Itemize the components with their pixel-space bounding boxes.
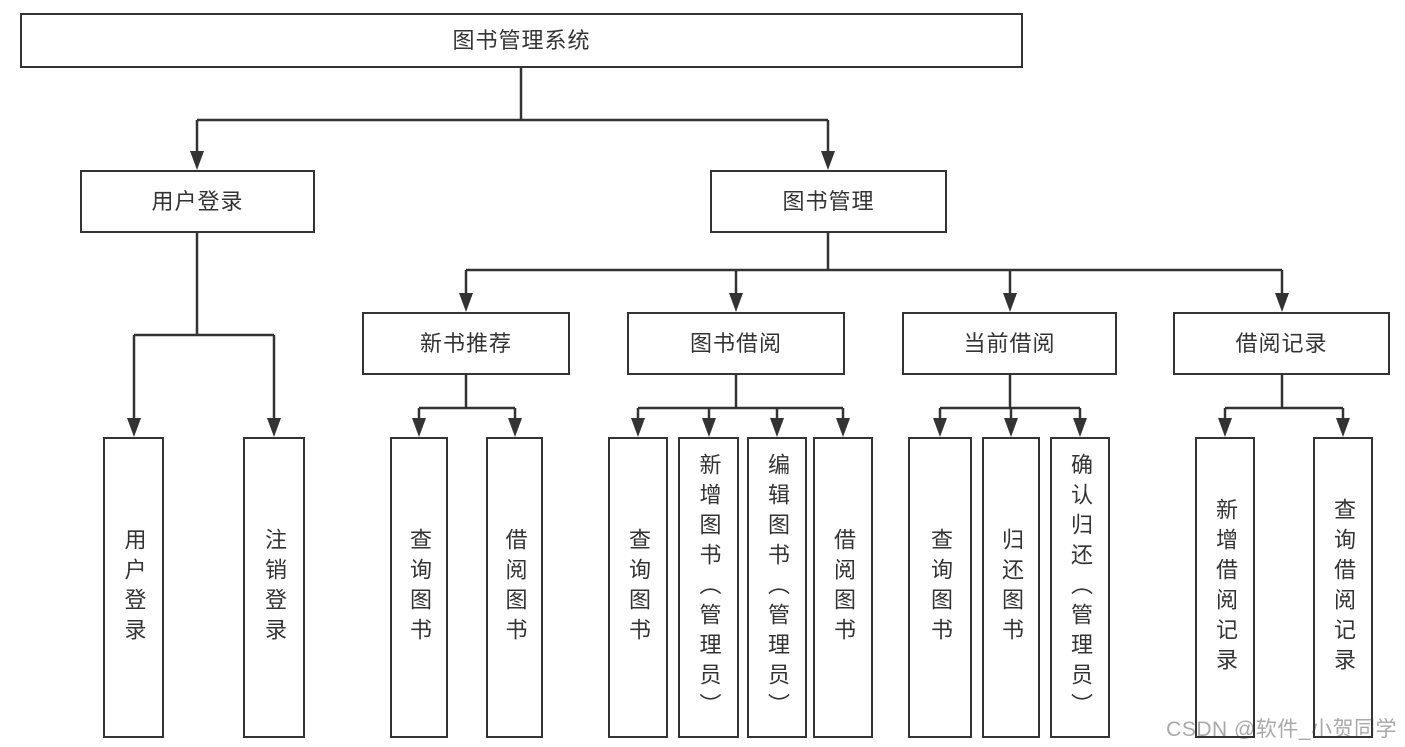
- node-new-book-recommendation: 新书推荐: [362, 312, 570, 375]
- leaf-return-books-label: 归还图书: [999, 527, 1024, 648]
- leaf-logout-label: 注销登录: [262, 527, 287, 648]
- node-current-borrowing: 当前借阅: [902, 312, 1117, 375]
- node-current-borrowing-label: 当前借阅: [963, 330, 1056, 356]
- node-user-login: 用户登录: [80, 170, 315, 233]
- leaf-return-books: 归还图书: [982, 437, 1040, 738]
- node-library-system-label: 图书管理系统: [452, 27, 591, 53]
- leaf-edit-books-admin: 编辑图书（管理员）: [747, 437, 807, 738]
- leaf-user-login-label: 用户登录: [121, 527, 147, 648]
- leaf-query-books-current: 查询图书: [908, 437, 972, 738]
- leaf-query-books-recommend-label: 查询图书: [407, 527, 432, 648]
- leaf-add-borrow-record: 新增借阅记录: [1195, 437, 1255, 738]
- leaf-add-books-admin: 新增图书（管理员）: [678, 437, 739, 738]
- node-user-login-label: 用户登录: [151, 188, 244, 214]
- leaf-add-borrow-record-label: 新增借阅记录: [1213, 497, 1238, 678]
- node-book-borrowing: 图书借阅: [627, 312, 845, 375]
- leaf-query-books-current-label: 查询图书: [928, 527, 953, 648]
- node-borrowing-records: 借阅记录: [1173, 312, 1390, 375]
- node-library-system: 图书管理系统: [20, 13, 1023, 68]
- leaf-edit-books-admin-label: 编辑图书（管理员）: [765, 452, 790, 723]
- leaf-confirm-return-admin-label: 确认归还（管理员）: [1068, 452, 1093, 723]
- leaf-borrow-books: 借阅图书: [813, 437, 873, 738]
- leaf-query-borrow-record-label: 查询借阅记录: [1331, 497, 1356, 678]
- leaf-borrow-books-label: 借阅图书: [831, 527, 856, 648]
- leaf-logout: 注销登录: [243, 437, 305, 738]
- node-book-borrowing-label: 图书借阅: [689, 330, 782, 356]
- leaf-query-books-borrowing: 查询图书: [608, 437, 668, 738]
- leaf-borrow-books-recommend: 借阅图书: [486, 437, 543, 738]
- leaf-confirm-return-admin: 确认归还（管理员）: [1050, 437, 1110, 738]
- leaf-query-borrow-record: 查询借阅记录: [1313, 437, 1373, 738]
- leaf-query-books-borrowing-label: 查询图书: [626, 527, 651, 648]
- node-new-book-recommendation-label: 新书推荐: [419, 330, 512, 356]
- node-book-management: 图书管理: [710, 170, 947, 233]
- leaf-user-login: 用户登录: [103, 437, 164, 738]
- csdn-watermark: CSDN @软件_小贺同学: [1166, 718, 1397, 741]
- node-borrowing-records-label: 借阅记录: [1235, 330, 1328, 356]
- leaf-borrow-books-recommend-label: 借阅图书: [502, 527, 528, 648]
- node-book-management-label: 图书管理: [782, 188, 875, 214]
- leaf-add-books-admin-label: 新增图书（管理员）: [696, 452, 722, 723]
- leaf-query-books-recommend: 查询图书: [390, 437, 448, 738]
